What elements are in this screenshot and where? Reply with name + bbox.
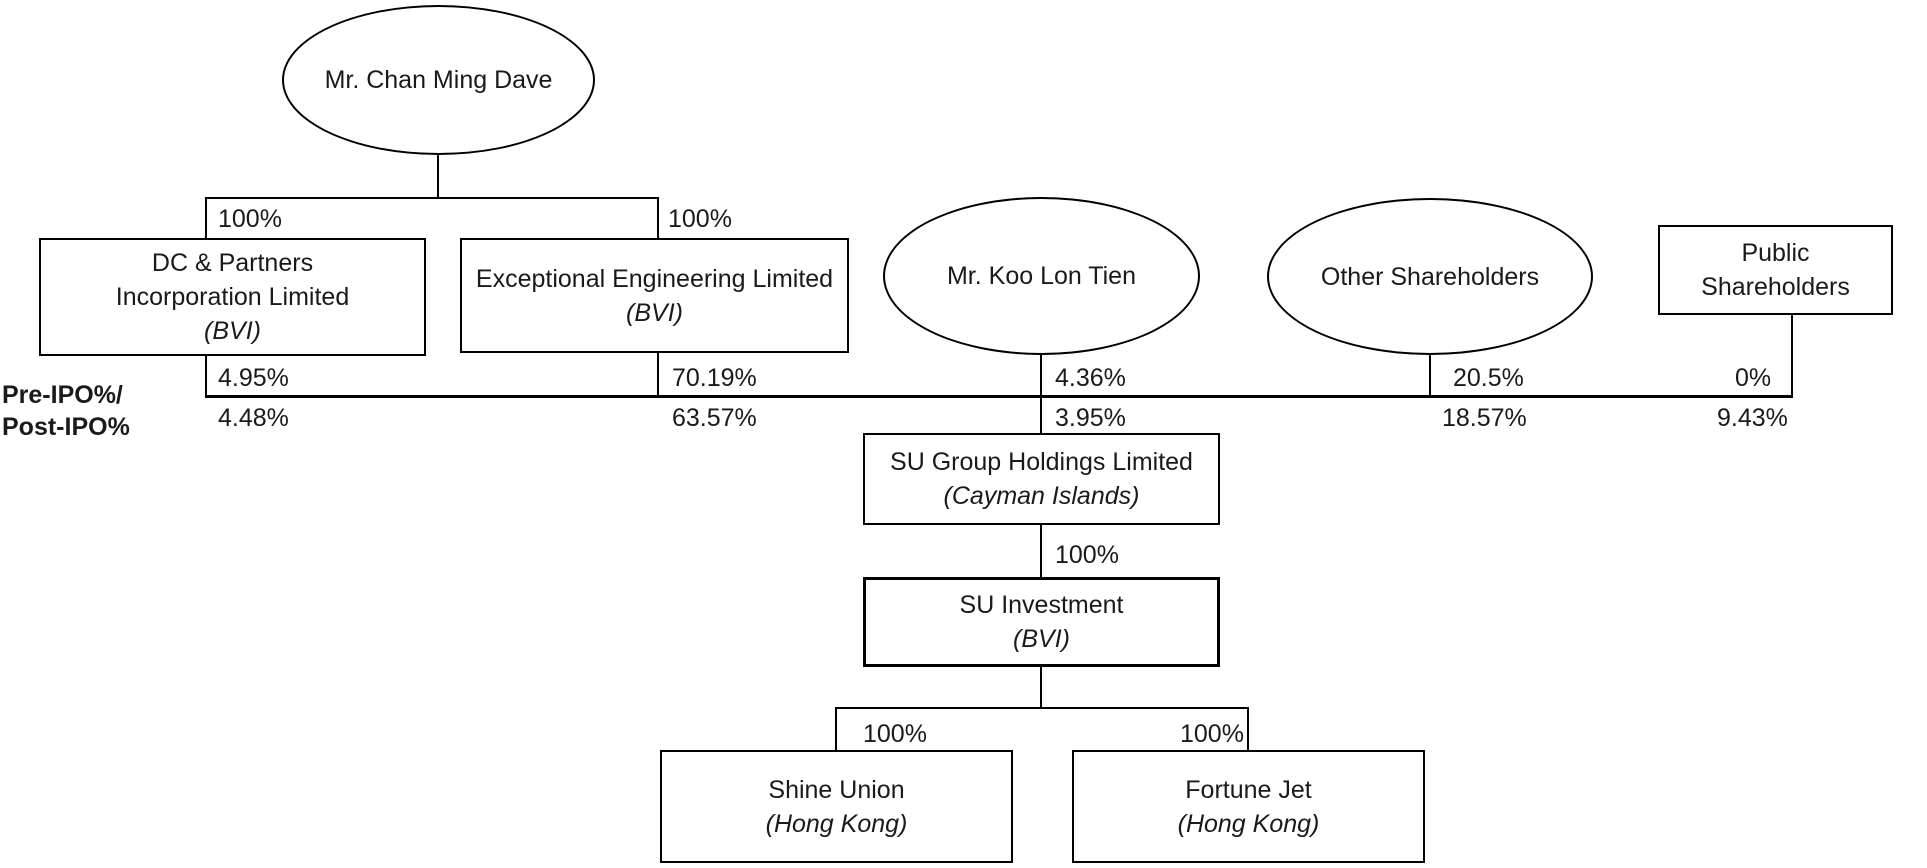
pct-other-post-ipo: 18.57% xyxy=(1442,404,1527,432)
pct-other-pre-ipo: 20.5% xyxy=(1453,364,1524,392)
node-label: Public xyxy=(1741,239,1810,267)
node-label: SU Group Holdings Limited xyxy=(890,448,1193,476)
legend-pre-ipo: Pre-IPO%/ xyxy=(2,381,123,409)
pct-koo-pre-ipo: 4.36% xyxy=(1055,364,1126,392)
main-ownership-line xyxy=(205,395,1793,398)
pct-koo-post-ipo: 3.95% xyxy=(1055,404,1126,432)
node-label: Shine Union xyxy=(768,775,905,804)
node-label: Mr. Koo Lon Tien xyxy=(946,262,1136,290)
node-label: Fortune Jet xyxy=(1185,775,1312,804)
node-fortune-jet: Fortune Jet (Hong Kong) xyxy=(1072,750,1425,863)
connector-chan-bar xyxy=(205,197,659,199)
node-jurisdiction: (BVI) xyxy=(1013,625,1070,653)
pct-exceptional-post-ipo: 63.57% xyxy=(672,404,757,432)
connector-suinvestment-stem xyxy=(1040,666,1042,708)
pct-exceptional-pre-ipo: 70.19% xyxy=(672,364,757,392)
node-label: Incorporation Limited xyxy=(115,283,350,311)
node-jurisdiction: (BVI) xyxy=(626,298,683,327)
node-mr-chan-ming-dave: Mr. Chan Ming Dave xyxy=(282,5,595,155)
node-public-shareholders: Public Shareholders xyxy=(1658,225,1893,315)
node-label: Exceptional Engineering Limited xyxy=(475,264,834,293)
pct-public-pre-ipo: 0% xyxy=(1735,364,1772,392)
node-su-group-holdings: SU Group Holdings Limited (Cayman Island… xyxy=(863,433,1220,525)
node-shine-union: Shine Union (Hong Kong) xyxy=(660,750,1013,863)
pct-chan-dc: 100% xyxy=(218,205,282,233)
node-jurisdiction: (Cayman Islands) xyxy=(943,482,1140,510)
pct-sugroup-suinvestment: 100% xyxy=(1055,541,1119,569)
node-other-shareholders: Other Shareholders xyxy=(1267,198,1593,355)
connector-drop-fortune xyxy=(1247,707,1249,751)
connector-drop-dc xyxy=(205,197,207,238)
node-jurisdiction: (BVI) xyxy=(204,317,261,345)
node-su-investment: SU Investment (BVI) xyxy=(863,577,1220,667)
connector-chan-stem xyxy=(437,154,439,198)
node-label: DC & Partners xyxy=(151,249,314,277)
node-mr-koo-lon-tien: Mr. Koo Lon Tien xyxy=(883,197,1200,355)
connector-dc-to-line xyxy=(205,355,207,397)
connector-drop-exceptional xyxy=(657,197,659,238)
connector-drop-shine xyxy=(835,707,837,751)
node-label: Mr. Chan Ming Dave xyxy=(324,66,553,94)
node-jurisdiction: (Hong Kong) xyxy=(1177,809,1320,838)
connector-suinvestment-bar xyxy=(835,707,1249,709)
node-label: SU Investment xyxy=(959,591,1124,619)
pct-chan-exceptional: 100% xyxy=(668,205,732,233)
node-label: Other Shareholders xyxy=(1320,262,1540,291)
node-dc-partners: DC & Partners Incorporation Limited (BVI… xyxy=(39,238,426,356)
pct-dc-post-ipo: 4.48% xyxy=(218,404,289,432)
node-exceptional-engineering: Exceptional Engineering Limited (BVI) xyxy=(460,238,849,353)
connector-other-to-line xyxy=(1429,354,1431,397)
pct-suinvestment-shine: 100% xyxy=(863,720,927,748)
pct-suinvestment-fortune: 100% xyxy=(1180,720,1244,748)
legend-post-ipo: Post-IPO% xyxy=(2,413,130,441)
connector-exceptional-to-line xyxy=(657,352,659,397)
connector-sugroup-suinvestment xyxy=(1040,524,1042,578)
pct-public-post-ipo: 9.43% xyxy=(1717,404,1788,432)
node-jurisdiction: (Hong Kong) xyxy=(765,809,908,838)
node-label: Shareholders xyxy=(1701,273,1850,301)
pct-dc-pre-ipo: 4.95% xyxy=(218,364,289,392)
connector-koo-to-sugroup xyxy=(1040,354,1042,433)
connector-public-to-line xyxy=(1791,314,1793,398)
